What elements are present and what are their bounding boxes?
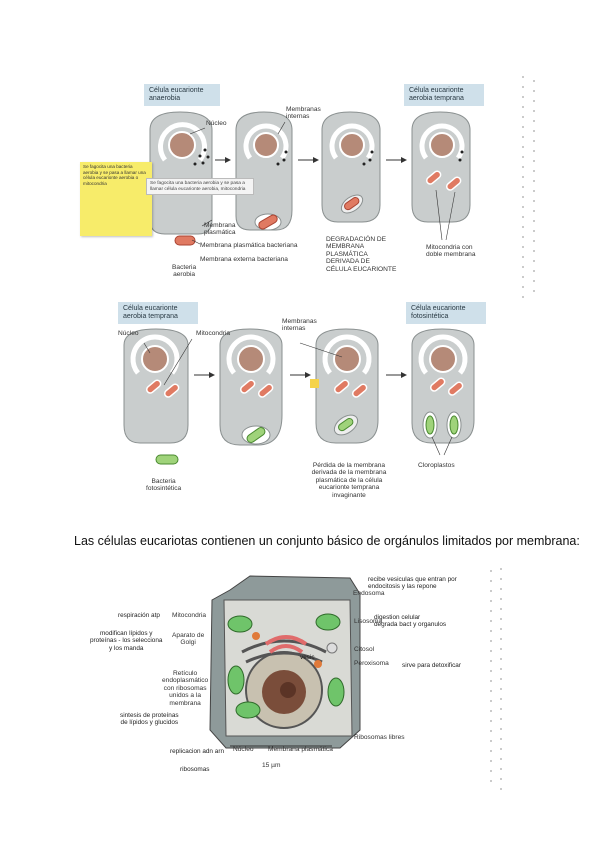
fig2-header-aerobic-early: Célula eucarionte aerobia temprana [118, 302, 198, 324]
cell2-2 [219, 328, 283, 446]
margin-dots-bottom-2 [490, 570, 493, 790]
fig1-label-membrana-externa-bacteriana: Membrana externa bacteriana [200, 256, 288, 263]
fig2-label-perdida: Pérdida de la membrana derivada de la me… [311, 462, 387, 499]
cell-phagocytosis [235, 111, 293, 231]
cell-degradation [321, 111, 381, 223]
figure1-diagram [149, 111, 471, 246]
figure2-diagram [123, 328, 475, 465]
fig1-label-membrana-plasmatica-bacteriana: Membrana plasmática bacteriana [200, 242, 298, 249]
margin-dots-top-2 [533, 80, 536, 300]
cell2-4 [411, 328, 475, 444]
sticky-note-text: Se fagocita una bacteria aerobia y se pa… [83, 164, 146, 186]
fig3-label-reticulo: Retículo endoplasmático con ribosomas un… [162, 670, 209, 707]
fig2-label-cloroplastos: Cloroplastos [418, 462, 455, 469]
comment-box[interactable]: Se fagocita una bacteria aerobia y se pa… [146, 178, 254, 196]
hw-digestion: digestion celular degrada bact y organul… [374, 614, 447, 629]
cell2-3 [315, 328, 379, 444]
yellow-marker [310, 379, 319, 388]
figure3-cell-diagram [209, 575, 361, 749]
fig1-label-membranas-internas: Membranas internas [286, 106, 321, 121]
fig3-scale: 15 µm [262, 762, 281, 769]
margin-dots-bottom [500, 568, 503, 798]
fig2-label-membranas-internas: Membranas internas [282, 318, 317, 333]
fig3-label-peroxisoma: Peroxisoma [354, 660, 389, 667]
hw-recibe: recibe vesiculas que entran por endocito… [368, 576, 457, 591]
hw-ribosomas: ribosomas [180, 766, 210, 773]
fig3-label-citosol: Citosol [354, 646, 375, 653]
eukaryotic-cell-3d [209, 575, 361, 749]
fig1-label-nucleo: Núcleo [206, 120, 227, 127]
margin-dots-top [522, 76, 525, 306]
fig2-label-mitocondria: Mitocondria [196, 330, 231, 337]
fig1-header-aerobic-early: Célula eucarionte aerobia temprana [404, 84, 484, 106]
fig3-label-nucleo: Núcleo [233, 746, 254, 753]
fig1-header-anaerobic: Célula eucarionte anaerobia [144, 84, 220, 106]
fig3-label-endosoma: Endosoma [353, 590, 385, 597]
fig2-label-nucleo: Núcleo [118, 330, 139, 337]
fig1-label-mitocondria-doble: Mitocondria con doble membrana [426, 244, 476, 259]
fig2-label-bacteria-fotosintetica: Bacteria fotosintética [146, 478, 182, 493]
bacteria-aerobia [174, 235, 196, 246]
cell2-1 [123, 328, 189, 465]
fig3-label-aparato-golgi: Aparato de Golgi [172, 632, 205, 647]
fig3-label-membrana-plasmatica: Membrana plasmática [268, 746, 333, 753]
hw-replicacion: replicacion adn arn [170, 748, 224, 755]
fig3-label-lisosoma: Lisosoma [354, 618, 383, 625]
caption: Las células eucariotas contienen un conj… [74, 534, 580, 548]
hw-modifican: modifican lípidos y proteínas - los sele… [90, 630, 163, 652]
fig1-label-bacteria-aerobia: Bacteria aerobia [172, 264, 197, 279]
cell-anaerobic [149, 111, 213, 235]
sticky-note[interactable]: Se fagocita una bacteria aerobia y se pa… [80, 162, 152, 236]
fig1-label-membrana-plasmatica: Membrana plasmática [204, 222, 236, 237]
fig3-label-ribosomas-libres: Ribosomas libres [354, 734, 405, 741]
fig2-header-photosynthetic: Célula eucarionte fotosintética [406, 302, 486, 324]
hw-sintesis: sintesis de proteínas de lípidos y gluci… [120, 712, 179, 727]
fig3-label-mitocondria: Mitocondria [172, 612, 207, 619]
fig1-label-degradacion: Degradación de membrana plasmática deriv… [326, 236, 397, 273]
cell-aerobic-early [411, 111, 471, 223]
hw-detoxificar: sirve para detoxificar [402, 662, 461, 669]
hw-respiracion: respiración atp [118, 612, 160, 619]
hw-vesicula: vesic [300, 654, 315, 661]
